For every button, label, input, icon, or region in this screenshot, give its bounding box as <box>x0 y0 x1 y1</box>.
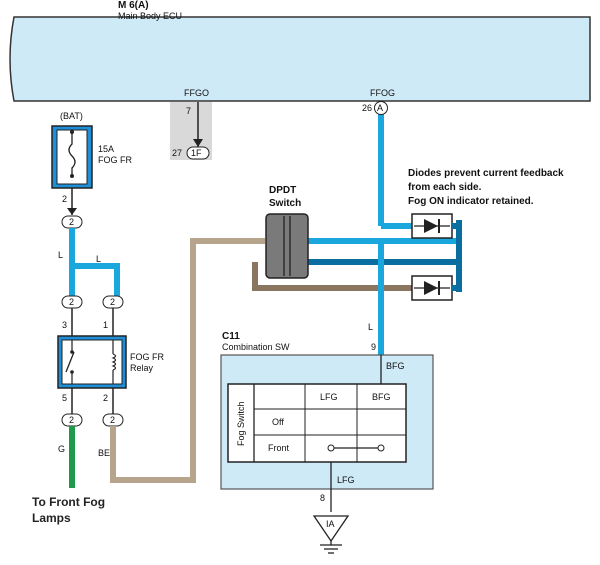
wire-label-be: BE <box>98 448 110 458</box>
relay-coil-icon <box>111 353 117 371</box>
fuse-connector-label: 2 <box>69 217 74 227</box>
wire-label-l1: L <box>58 250 63 260</box>
fuse-node-bottom <box>70 174 74 178</box>
fuse-rating: 15A <box>98 144 114 154</box>
fuse-element-icon <box>68 132 76 176</box>
relay-pin5: 5 <box>62 393 67 403</box>
relay-switch-icon <box>65 351 75 373</box>
relay-connector-top-left-label: 2 <box>69 297 74 307</box>
connector-1f <box>186 146 210 160</box>
ecu-name: Main Body ECU <box>118 11 182 21</box>
ground-symbol-triangle <box>312 515 350 543</box>
fuse-to-relay-wire-right <box>72 263 120 296</box>
wire-label-l3: L <box>368 322 373 332</box>
footer-line-2: Lamps <box>32 511 71 525</box>
combo-code: C11 <box>222 331 240 342</box>
relay-name-1: FOG FR <box>130 352 164 362</box>
relay-connector-top-right-label: 2 <box>110 297 115 307</box>
fog-switch-table <box>227 383 407 463</box>
fuse-node-top <box>70 130 74 134</box>
combo-pin9: 9 <box>371 342 376 352</box>
ffog-pin-number: 26 <box>362 103 372 113</box>
relay-pin3: 3 <box>62 320 67 330</box>
fuse-source: (BAT) <box>60 111 83 121</box>
fuse-arrow <box>67 208 77 215</box>
front-continuity-node-bfg <box>377 444 385 452</box>
note-line-1: Diodes prevent current feedback <box>408 168 564 179</box>
ffgo-pin-number: 7 <box>186 106 191 116</box>
note-line-2: from each side. <box>408 182 482 193</box>
combo-name: Combination SW <box>222 342 290 352</box>
front-continuity-node-lfg <box>327 444 335 452</box>
combo-pin8: 8 <box>320 493 325 503</box>
connector-1f-pin: 27 <box>172 148 182 158</box>
footer-line-1: To Front Fog <box>32 495 105 509</box>
wire-label-g: G <box>58 444 65 454</box>
be-tan-wire <box>110 238 265 483</box>
diode-upper-icon <box>424 219 438 233</box>
combo-bfg-label: BFG <box>386 361 405 371</box>
diode-lower-icon <box>424 281 438 295</box>
connector-1f-label: 1F <box>191 148 202 158</box>
main-body-ecu-box <box>9 16 591 102</box>
table-header-lfg: LFG <box>320 392 338 402</box>
dpdt-label-1: DPDT <box>269 185 296 196</box>
note-line-3: Fog ON indicator retained. <box>408 196 534 207</box>
ffog-connector <box>374 101 388 115</box>
ecu-code: M 6(A) <box>118 0 149 11</box>
dpdt-brown-wire <box>252 262 415 291</box>
table-row-off: Off <box>272 417 284 427</box>
ffog-label: FFOG <box>370 88 395 98</box>
ffgo-arrow <box>193 139 203 147</box>
ffgo-label: FFGO <box>184 88 209 98</box>
relay-node-b <box>70 370 74 374</box>
table-header-bfg: BFG <box>372 392 391 402</box>
relay-connector-bottom-left-label: 2 <box>69 415 74 425</box>
ground-label: IA <box>326 519 335 529</box>
fog-switch-side-label: Fog Switch <box>236 401 246 446</box>
relay-pin1: 1 <box>103 320 108 330</box>
fuse-pin: 2 <box>62 194 67 204</box>
dpdt-label-2: Switch <box>269 198 301 209</box>
fuse-name: FOG FR <box>98 155 132 165</box>
wire-label-l2: L <box>96 254 101 264</box>
relay-pin2: 2 <box>103 393 108 403</box>
combo-lfg-bottom: LFG <box>337 475 355 485</box>
relay-connector-bottom-right-label: 2 <box>110 415 115 425</box>
ffog-connector-letter: A <box>377 103 383 113</box>
table-row-front: Front <box>268 443 290 453</box>
relay-name-2: Relay <box>130 363 154 373</box>
dpdt-switch-body <box>265 213 309 279</box>
relay-node-a <box>70 350 74 354</box>
